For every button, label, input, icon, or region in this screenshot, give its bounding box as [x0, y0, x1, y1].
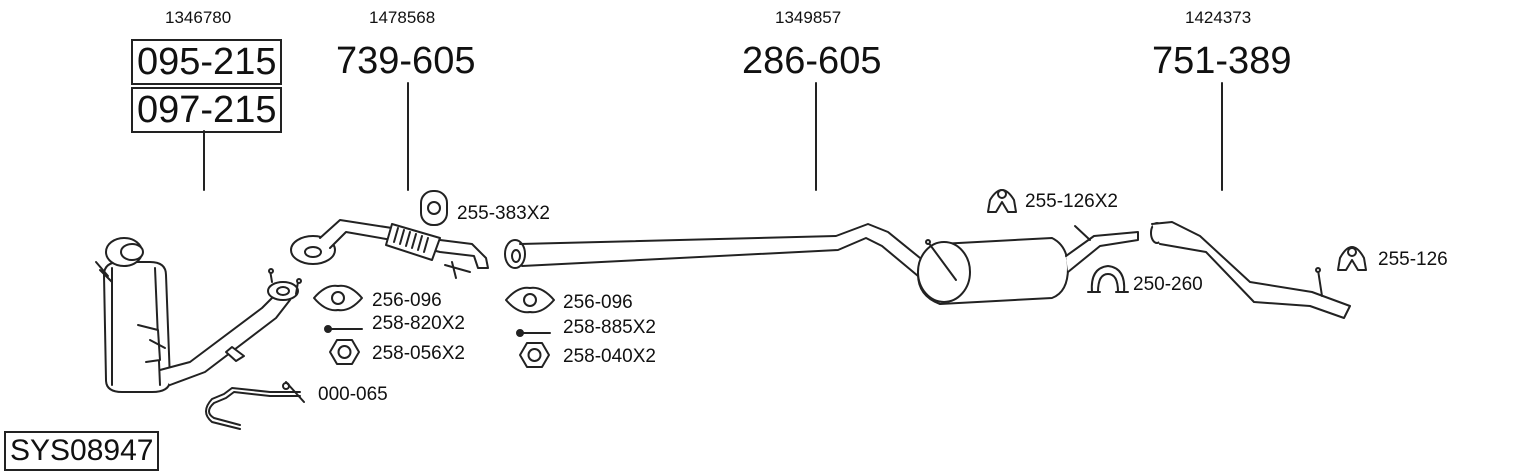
nut-2-icon [519, 342, 550, 368]
label-bolt-1[interactable]: 258-820X2 [372, 313, 465, 334]
label-gasket-1[interactable]: 256-096 [372, 290, 442, 311]
part-number-751-389[interactable]: 751-389 [1152, 40, 1292, 82]
gasket-1-icon [313, 284, 363, 312]
label-clamp[interactable]: 250-260 [1133, 274, 1203, 295]
oe-number-3: 1349857 [775, 8, 842, 27]
clamp-icon [1087, 265, 1129, 293]
part-number-097-215[interactable]: 097-215 [131, 87, 283, 133]
nut-1-icon [329, 339, 360, 365]
particulate-filter [95, 237, 171, 393]
part-number-739-605[interactable]: 739-605 [336, 40, 476, 82]
label-hanger-rear[interactable]: 255-126 [1378, 249, 1448, 270]
intermediate-pipe [290, 219, 489, 279]
oe-number-2: 1478568 [369, 8, 436, 27]
system-code: SYS08947 [4, 431, 160, 471]
oe-number-1: 1346780 [165, 8, 232, 27]
label-hanger-mid[interactable]: 255-126X2 [1025, 191, 1118, 212]
centre-pipe [504, 223, 926, 277]
hanger-mid-icon [987, 189, 1017, 213]
front-pipe [159, 268, 302, 386]
label-nut-2[interactable]: 258-040X2 [563, 346, 656, 367]
label-bolt-2[interactable]: 258-885X2 [563, 317, 656, 338]
label-hanger-front[interactable]: 255-383X2 [457, 203, 550, 224]
label-gasket-2[interactable]: 256-096 [563, 292, 633, 313]
hanger-rear-icon [1337, 246, 1367, 271]
rear-pipe [1150, 221, 1351, 319]
middle-silencer [917, 225, 1139, 305]
sensor-pipe [205, 381, 305, 430]
label-sensor-pipe[interactable]: 000-065 [318, 384, 388, 405]
part-number-095-215[interactable]: 095-215 [131, 39, 283, 85]
bolt-2-icon [516, 329, 551, 337]
part-number-286-605[interactable]: 286-605 [742, 40, 882, 82]
bolt-1-icon [324, 325, 363, 333]
hanger-front-icon [420, 190, 448, 226]
label-nut-1[interactable]: 258-056X2 [372, 343, 465, 364]
gasket-2-icon [505, 286, 555, 314]
oe-number-4: 1424373 [1185, 8, 1252, 27]
